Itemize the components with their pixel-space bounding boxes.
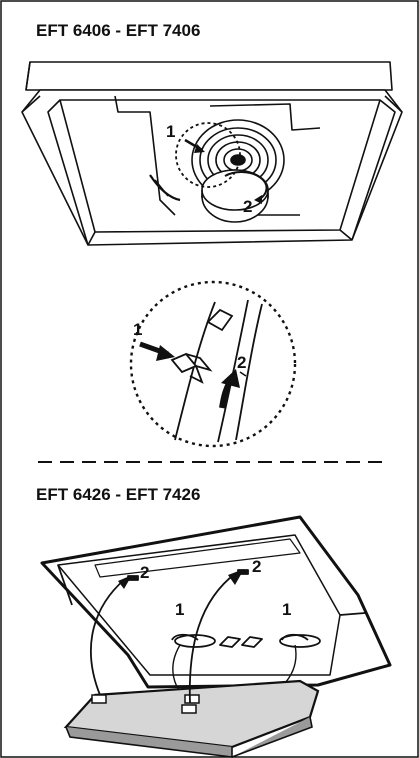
callout-label: 1	[166, 122, 175, 141]
callout-label: 1	[282, 600, 291, 619]
callout-label: 2	[140, 563, 149, 582]
clip-detail-diagram: 1 2	[129, 280, 297, 448]
callout-label: 2	[252, 557, 261, 576]
hood-filter-diagram: 2 2 1 1	[40, 515, 392, 758]
hood-motor-diagram: 1 2	[21, 61, 403, 246]
callout-label: 1	[175, 600, 184, 619]
curved-arrow-icon	[188, 572, 237, 704]
curved-arrow-icon	[90, 578, 126, 696]
section-title-bottom: EFT 6426 - EFT 7426	[36, 485, 201, 504]
callout-label: 1	[133, 320, 142, 339]
section-title-top: EFT 6406 - EFT 7406	[36, 21, 201, 40]
callout-label: 2	[237, 353, 246, 372]
callout-label: 2	[243, 197, 252, 216]
